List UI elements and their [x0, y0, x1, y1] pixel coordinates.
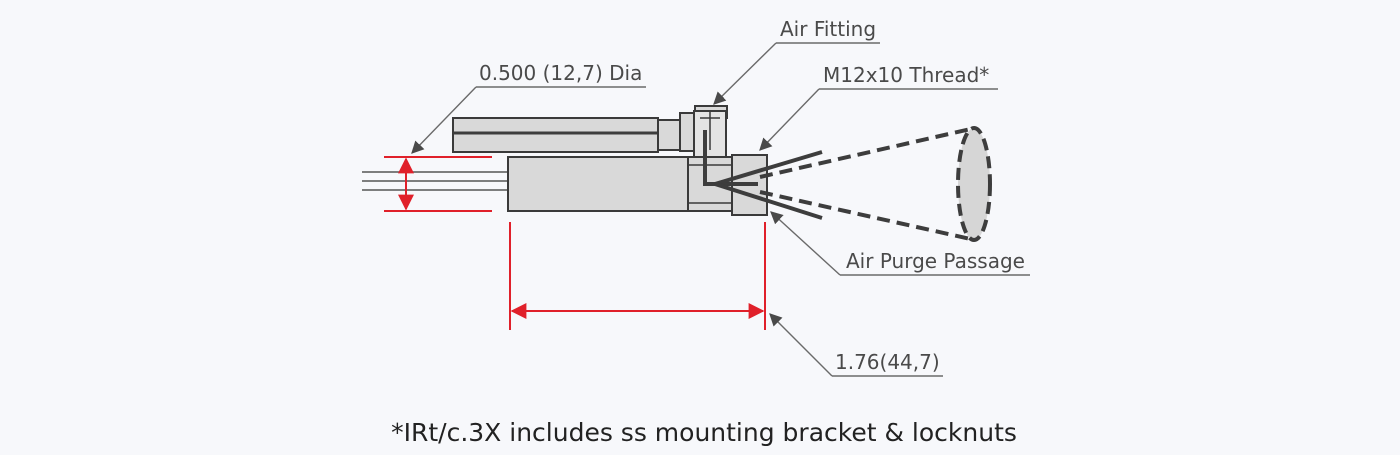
diameter-dimension — [384, 156, 492, 212]
air-passage-line — [703, 130, 758, 186]
length-label: 1.76(44,7) — [835, 350, 940, 374]
length-dimension — [509, 222, 766, 330]
air-fitting — [693, 110, 727, 158]
diameter-label: 0.500 (12,7) Dia — [479, 61, 642, 85]
diameter-callout: 0.500 (12,7) Dia — [411, 61, 646, 154]
lead-wires — [362, 171, 510, 191]
thread-callout: M12x10 Thread* — [759, 63, 998, 151]
air-fitting-label: Air Fitting — [780, 17, 876, 41]
length-callout: 1.76(44,7) — [769, 313, 943, 377]
air-purge-label: Air Purge Passage — [846, 249, 1025, 273]
thread-label: M12x10 Thread* — [823, 63, 989, 87]
air-purge-callout: Air Purge Passage — [770, 211, 1030, 276]
air-supply-tube — [452, 105, 728, 153]
field-of-view — [714, 126, 992, 242]
air-fitting-callout: Air Fitting — [713, 17, 880, 105]
sensor-body — [507, 154, 768, 216]
footnote-caption: *IRt/c.3X includes ss mounting bracket &… — [391, 418, 1017, 447]
